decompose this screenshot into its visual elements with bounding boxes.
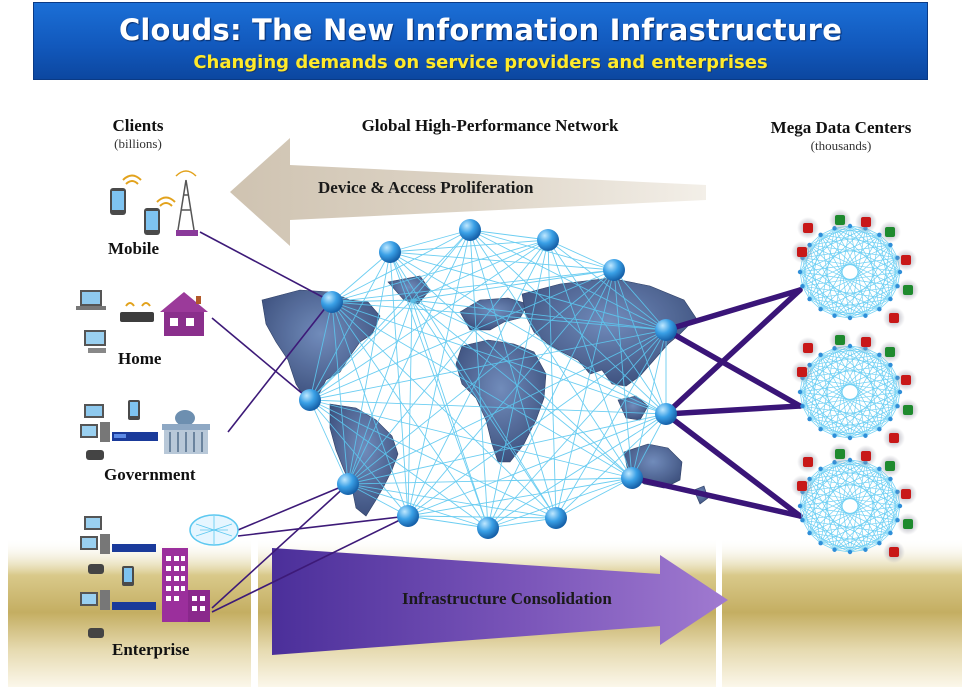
- switch-icon: [112, 602, 156, 610]
- network-node: [545, 507, 567, 529]
- phone-icon: [144, 208, 160, 235]
- server-icon: [889, 313, 899, 323]
- server-icon: [835, 335, 845, 345]
- office-building-icon: [162, 548, 210, 622]
- clients-subheader: (billions): [114, 136, 162, 151]
- consolidation-label: Infrastructure Consolidation: [402, 589, 612, 608]
- server-icon: [797, 367, 807, 377]
- data-center-cluster: [791, 209, 919, 563]
- server-icon: [901, 489, 911, 499]
- network-mesh: [309, 229, 667, 529]
- telephone-icon: [88, 628, 104, 638]
- desktop-icon: [84, 330, 106, 353]
- network-node: [299, 389, 321, 411]
- server-icon: [903, 519, 913, 529]
- network-node: [621, 467, 643, 489]
- server-icon: [835, 449, 845, 459]
- server-icon: [803, 457, 813, 467]
- desktop-icon: [80, 590, 110, 610]
- server-icon: [797, 481, 807, 491]
- network-node: [477, 517, 499, 539]
- data-center: [791, 209, 919, 329]
- phone-icon: [122, 566, 134, 586]
- server-icon: [835, 215, 845, 225]
- network-node: [379, 241, 401, 263]
- client-links: [199, 231, 409, 613]
- home-group: [76, 290, 208, 353]
- server-icon: [903, 405, 913, 415]
- laptop-icon: [84, 404, 104, 418]
- house-icon: [160, 292, 208, 336]
- banner-subtitle: Changing demands on service providers an…: [193, 52, 768, 73]
- server-icon: [885, 347, 895, 357]
- network-node: [337, 473, 359, 495]
- network-node: [603, 259, 625, 281]
- desktop-icon: [84, 516, 102, 530]
- server-icon: [797, 247, 807, 257]
- proliferation-arrow: [230, 138, 706, 246]
- phone-icon: [128, 400, 140, 420]
- network-nodes: [299, 219, 677, 539]
- server-icon: [901, 375, 911, 385]
- consolidation-arrow: [272, 548, 728, 655]
- network-header: Global High-Performance Network: [361, 116, 619, 135]
- telephone-icon: [88, 564, 104, 574]
- enterprise-group: [80, 514, 239, 638]
- server-icon: [861, 217, 871, 227]
- server-icon: [885, 461, 895, 471]
- enterprise-label: Enterprise: [112, 640, 190, 659]
- cell-tower-icon: [175, 170, 198, 236]
- server-icon: [861, 451, 871, 461]
- banner-title: Clouds: The New Information Infrastructu…: [118, 13, 843, 47]
- router-icon: [120, 302, 154, 322]
- desktop-icon: [80, 534, 110, 554]
- clients-header: Clients: [112, 116, 164, 135]
- server-icon: [889, 433, 899, 443]
- server-icon: [903, 285, 913, 295]
- network-node: [655, 319, 677, 341]
- network-node: [321, 291, 343, 313]
- signal-waves-icon: [122, 174, 142, 185]
- home-label: Home: [118, 349, 162, 368]
- mobile-group: [110, 170, 198, 236]
- server-icon: [885, 227, 895, 237]
- title-banner: Clouds: The New Information Infrastructu…: [33, 2, 928, 80]
- government-group: [80, 400, 210, 460]
- government-building-icon: [162, 410, 210, 454]
- telephone-icon: [86, 450, 104, 460]
- server-icon: [803, 223, 813, 233]
- server-icon: [861, 337, 871, 347]
- datacenters-header: Mega Data Centers: [770, 118, 912, 137]
- signal-waves-icon: [156, 196, 176, 207]
- mobile-label: Mobile: [108, 239, 159, 258]
- switch-icon: [112, 544, 156, 552]
- cloud-icon: [189, 514, 239, 546]
- data-center: [791, 443, 919, 563]
- switch-icon: [112, 432, 158, 441]
- desktop-icon: [80, 422, 110, 442]
- network-node: [397, 505, 419, 527]
- data-center: [791, 329, 919, 449]
- datacenters-subheader: (thousands): [810, 138, 872, 153]
- network-node: [655, 403, 677, 425]
- network-node: [459, 219, 481, 241]
- government-label: Government: [104, 465, 196, 484]
- datacenter-links: [629, 287, 803, 519]
- server-icon: [901, 255, 911, 265]
- server-icon: [889, 547, 899, 557]
- phone-icon: [110, 188, 126, 215]
- network-node: [537, 229, 559, 251]
- laptop-icon: [76, 290, 106, 310]
- server-icon: [803, 343, 813, 353]
- proliferation-label: Device & Access Proliferation: [318, 178, 534, 197]
